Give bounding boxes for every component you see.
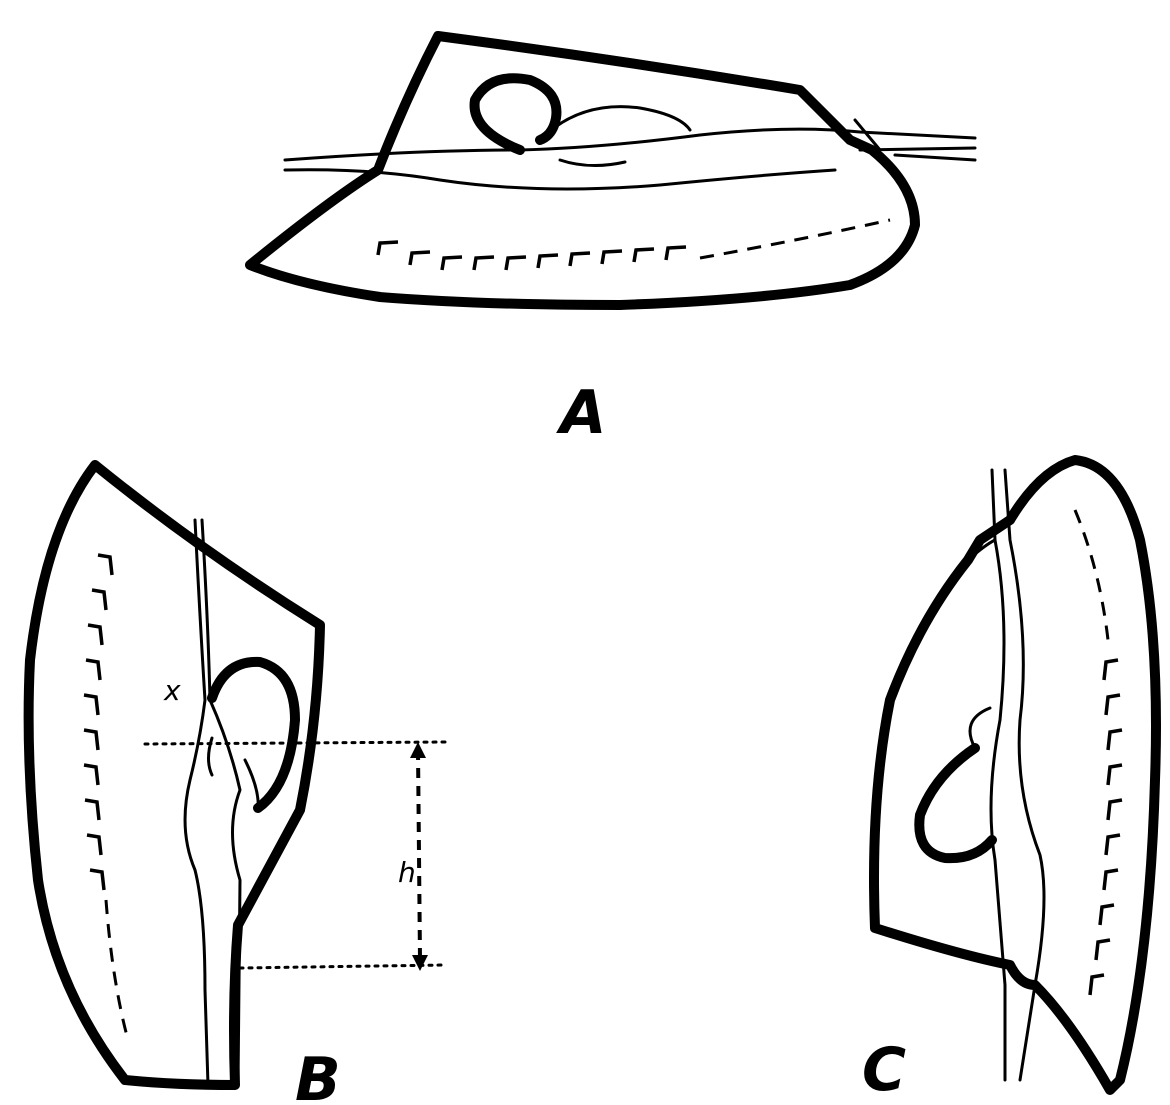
panel-b-arrow-top <box>410 742 426 758</box>
panel-a-dashed-line <box>700 220 890 258</box>
panel-c-dashed-line <box>1075 510 1108 640</box>
panel-c-outline <box>874 460 1156 1090</box>
panel-b-hook-column <box>84 555 112 890</box>
panel-c-label: C <box>862 1035 906 1105</box>
panel-b-mark-h: h <box>398 856 416 889</box>
panel-b-mark-x: x <box>163 674 181 707</box>
panel-a-vessel-inner <box>540 107 690 140</box>
panel-c-hook-column <box>1090 660 1122 995</box>
panel-b-height-marker <box>418 750 420 960</box>
panel-a-label: A <box>556 378 606 448</box>
panel-b-arrow-bottom <box>412 955 428 971</box>
panel-b: x h B <box>29 465 445 1105</box>
panel-b-dashed-line <box>106 900 128 1040</box>
panel-c-curl <box>919 748 992 858</box>
panel-b-label: B <box>295 1045 341 1105</box>
panel-b-dotted-bottom <box>240 965 445 968</box>
panel-a-small-curve <box>560 160 625 166</box>
panel-b-outline <box>29 465 320 1085</box>
panel-b-inner-curve <box>209 738 259 810</box>
panel-c-vessel-left <box>991 470 1005 1080</box>
panel-c-inner-curve <box>968 540 995 748</box>
panel-c: C <box>862 460 1156 1105</box>
panel-b-vessel-left <box>185 520 208 1085</box>
panel-a-curl <box>475 78 557 150</box>
panel-a: A <box>250 36 975 448</box>
panel-a-hook-row <box>378 242 686 270</box>
